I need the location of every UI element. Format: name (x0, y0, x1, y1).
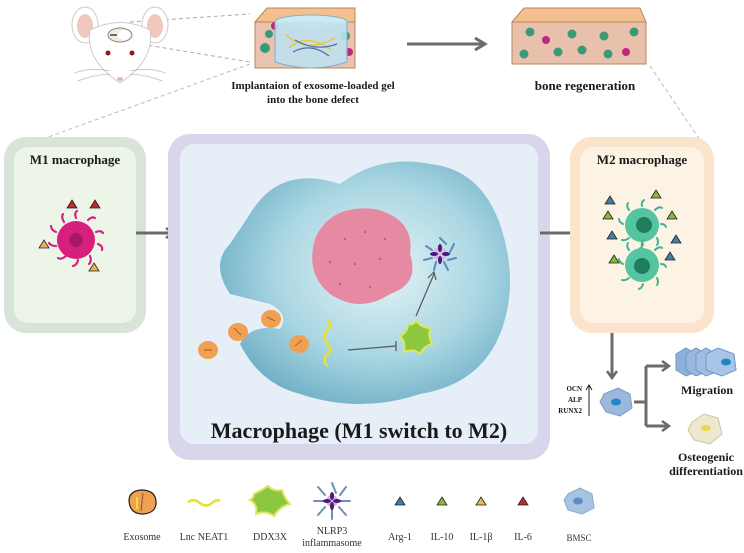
gene-ocn: OCN (566, 385, 582, 393)
m1-il1b-triangle-icon (38, 239, 50, 249)
m2-il10-triangle-icon (608, 254, 620, 264)
legend-label-il6: IL-6 (514, 532, 532, 543)
nucleus (312, 208, 413, 304)
m1-il6-triangle-icon (89, 199, 101, 209)
rat-head-illustration (71, 6, 169, 84)
m1-panel-title: M1 macrophage (29, 152, 121, 167)
nlrp3-inflammasome-icon (423, 237, 457, 271)
m2-il10-triangle-icon (650, 189, 662, 199)
bmsc-cell-icon (599, 387, 633, 417)
legend-arg1-triangle-icon (394, 496, 406, 506)
legend-label-ddx3x: DDX3X (253, 532, 287, 543)
legend-il10-triangle-icon (436, 496, 448, 506)
gene-alp: ALP (568, 396, 582, 404)
legend-lnc-neat1-icon (187, 499, 221, 507)
m1-il6-triangle-icon (66, 199, 78, 209)
migrating-bmsc-icon (675, 347, 737, 377)
legend-label-arg1: Arg-1 (388, 532, 412, 543)
inhibition-line-icon (347, 341, 397, 351)
osteogenic-label-line2: differentiation (669, 464, 743, 478)
arrow-m2-to-bmsc-icon (605, 333, 619, 381)
osteogenic-label-line1: Osteogenic (678, 450, 734, 464)
upregulation-arrow-icon (585, 384, 593, 416)
gel-caption-line1: Implantaion of exosome-loaded gel (231, 80, 395, 92)
exosome-icon (228, 323, 248, 341)
legend-label-inflammasome: inflammasome (302, 538, 362, 549)
m2-arg1-triangle-icon (606, 230, 618, 240)
branch-arrows-icon (634, 359, 672, 433)
exosome-icon (261, 310, 281, 328)
m2-arg1-triangle-icon (604, 195, 616, 205)
macrophage-cell-illustration (220, 161, 510, 404)
osteogenic-cell-icon (687, 413, 723, 445)
legend-il6-triangle-icon (517, 496, 529, 506)
arrow-gel-to-bone-icon (407, 36, 488, 52)
legend-label-exosome: Exosome (123, 532, 161, 543)
m2-macrophage-cell-icon (618, 239, 667, 290)
legend-label-il10: IL-10 (430, 532, 454, 543)
legend-label-bmsc: BMSC (566, 533, 592, 543)
center-panel-title: Macrophage (M1 switch to M2) (210, 418, 508, 443)
gene-runx2: RUNX2 (558, 407, 582, 415)
m1-il1b-triangle-icon (88, 262, 100, 272)
legend-bmsc-icon (563, 487, 595, 515)
legend-nlrp3-inflammasome-icon (313, 482, 351, 520)
m2-arg1-triangle-icon (670, 234, 682, 244)
m2-panel-title: M2 macrophage (596, 152, 688, 167)
lnc-neat1-icon (322, 319, 332, 368)
legend-label-il1b: IL-1β (469, 532, 493, 543)
legend-ddx3x-icon (247, 484, 293, 518)
exosome-icon (289, 335, 309, 353)
exosome-icon (198, 341, 218, 359)
gel-implant-illustration (253, 7, 356, 69)
m2-il10-triangle-icon (602, 210, 614, 220)
m1-macrophage-cell-icon (47, 209, 105, 268)
activation-arrow-icon (415, 270, 437, 317)
bone-regeneration-illustration (510, 7, 647, 65)
legend-il1b-triangle-icon (475, 496, 487, 506)
ddx3x-icon (398, 319, 434, 356)
gel-caption-line2: into the bone defect (267, 94, 359, 106)
m2-il10-triangle-icon (666, 210, 678, 220)
legend-exosome-icon (128, 489, 157, 515)
bone-caption: bone regeneration (534, 78, 636, 93)
m2-arg1-triangle-icon (664, 251, 676, 261)
zoom-guide-lines (39, 13, 701, 141)
legend-label-lnc-neat1: Lnc NEAT1 (179, 532, 229, 543)
legend-label-nlrp3: NLRP3 (316, 526, 348, 537)
m2-macrophage-cell-icon (618, 199, 667, 250)
migration-label: Migration (681, 383, 733, 397)
